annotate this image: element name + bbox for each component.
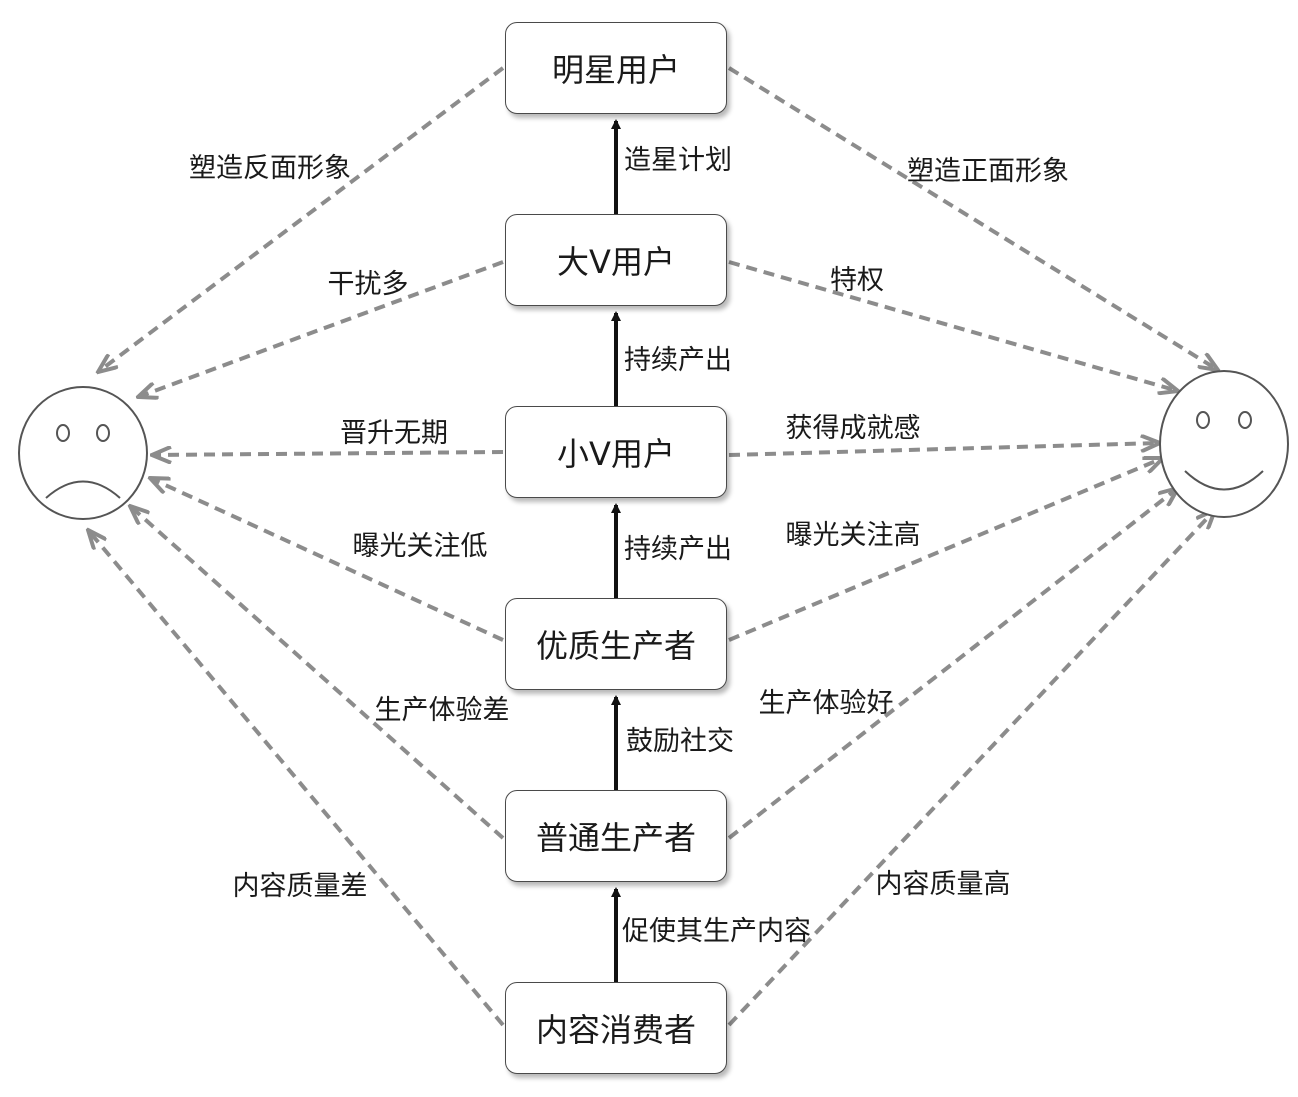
neg-arrow-big-v: [138, 260, 504, 397]
neg-label-big-v: 干扰多: [327, 269, 409, 300]
pos-arrow-quality: [728, 458, 1163, 642]
node-big-v-user-label: 大V用户: [557, 243, 675, 281]
pos-arrow-consumer: [727, 510, 1215, 1027]
node-small-v-user-label: 小V用户: [557, 435, 675, 473]
neg-label-ordinary: 生产体验差: [374, 695, 510, 726]
pos-label-star: 塑造正面形象: [907, 156, 1069, 187]
pos-label-quality: 曝光关注高: [785, 520, 921, 551]
sad-face-icon: [18, 386, 148, 520]
pos-label-small-v: 获得成就感: [785, 413, 921, 444]
node-ordinary-producer-label: 普通生产者: [535, 819, 696, 857]
neg-arrow-quality: [150, 478, 504, 642]
happy-face-icon: [1159, 370, 1289, 518]
node-quality-producer: 优质生产者: [505, 598, 727, 690]
node-star-user: 明星用户: [505, 22, 727, 114]
pos-arrow-star: [727, 66, 1218, 370]
label-consumer-to-ordinary: 促使其生产内容: [622, 916, 811, 947]
pos-label-ordinary: 生产体验好: [758, 688, 894, 719]
pos-label-big-v: 特权: [830, 265, 884, 296]
neg-label-star: 塑造反面形象: [189, 153, 351, 184]
pos-arrow-big-v: [728, 260, 1178, 391]
label-ordinary-to-quality: 鼓励社交: [626, 726, 734, 757]
neg-arrow-consumer: [88, 530, 505, 1027]
pos-arrow-small-v: [728, 443, 1160, 457]
label-big-v-to-star: 造星计划: [624, 145, 732, 176]
neg-label-quality: 曝光关注低: [352, 531, 488, 562]
label-quality-to-small-v: 持续产出: [624, 534, 732, 565]
neg-label-consumer: 内容质量差: [232, 871, 368, 902]
neg-arrow-star: [98, 66, 505, 372]
neg-arrow-ordinary: [130, 506, 505, 840]
node-ordinary-producer: 普通生产者: [505, 790, 727, 882]
neg-label-small-v: 晋升无期: [340, 418, 448, 449]
node-small-v-user: 小V用户: [505, 406, 727, 498]
node-quality-producer-label: 优质生产者: [535, 627, 696, 665]
pos-arrow-ordinary: [727, 488, 1178, 840]
node-big-v-user: 大V用户: [505, 214, 727, 306]
pos-label-consumer: 内容质量高: [875, 869, 1011, 900]
neg-arrow-small-v: [152, 452, 504, 455]
node-star-user-label: 明星用户: [551, 51, 680, 89]
node-content-consumer: 内容消费者: [505, 982, 727, 1074]
node-content-consumer-label: 内容消费者: [535, 1011, 696, 1049]
label-small-v-to-big-v: 持续产出: [624, 345, 732, 376]
